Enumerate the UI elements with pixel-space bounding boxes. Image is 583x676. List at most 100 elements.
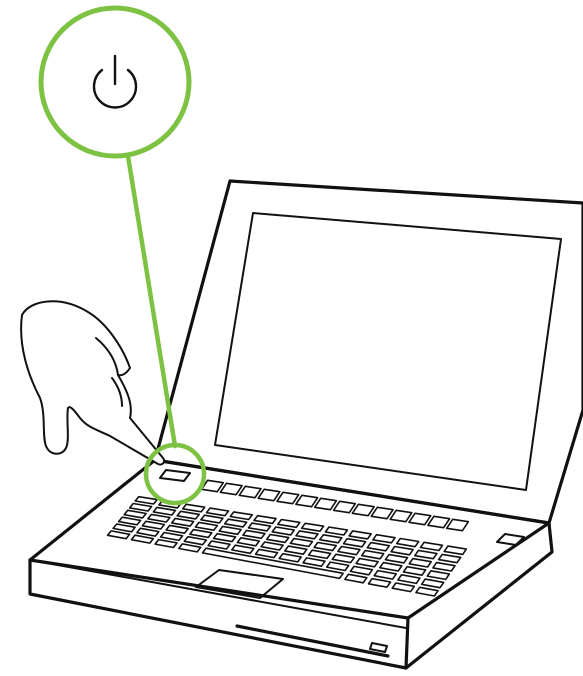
front-port (370, 643, 387, 652)
keyboard-key[interactable] (155, 540, 177, 548)
callout-leader-line (128, 156, 175, 446)
keyboard-key[interactable] (278, 520, 300, 528)
disc-slot (237, 626, 388, 656)
function-key[interactable] (390, 510, 412, 521)
keyboard-key[interactable] (415, 550, 437, 558)
function-key[interactable] (296, 495, 318, 506)
keyboard-key[interactable] (177, 511, 199, 519)
keyboard-key[interactable] (195, 522, 217, 530)
function-key[interactable] (315, 498, 337, 509)
pointing-hand-icon (21, 301, 164, 464)
keyboard-key[interactable] (225, 519, 247, 527)
keyboard-key[interactable] (314, 543, 336, 551)
keyboard-key[interactable] (380, 563, 402, 571)
keyboard-key[interactable] (285, 546, 307, 554)
keyboard-key[interactable] (124, 510, 146, 518)
keyboard-key[interactable] (362, 551, 384, 559)
keyboard-key[interactable] (243, 530, 265, 538)
keyboard-key[interactable] (427, 571, 449, 580)
function-key[interactable] (352, 504, 374, 515)
function-key[interactable] (258, 489, 280, 500)
keyboard-key[interactable] (256, 549, 278, 557)
keyboard-key[interactable] (422, 579, 444, 588)
function-key[interactable] (239, 486, 261, 497)
keyboard-key[interactable] (367, 543, 389, 551)
keyboard-key[interactable] (272, 527, 294, 535)
touchpad (196, 570, 283, 598)
keyboard-key[interactable] (416, 587, 438, 596)
keyboard-key[interactable] (142, 521, 164, 529)
keyboard-key[interactable] (261, 542, 283, 550)
function-key[interactable] (334, 501, 356, 512)
keyboard-key[interactable] (108, 531, 130, 539)
keyboard-key[interactable] (349, 531, 371, 539)
keyboard-key[interactable] (267, 535, 289, 543)
keyboard-key[interactable] (338, 547, 360, 555)
keyboard-key[interactable] (344, 539, 366, 547)
keyboard-key[interactable] (172, 518, 194, 526)
keyboard-key[interactable] (369, 579, 391, 588)
keyboard-key[interactable] (421, 542, 443, 550)
keyboard-key[interactable] (230, 512, 252, 520)
keyboard-deck (30, 460, 549, 618)
keyboard-key[interactable] (201, 515, 223, 523)
keyboard-key[interactable] (249, 523, 271, 531)
keyboard-key[interactable] (208, 541, 230, 549)
keyboard-key[interactable] (179, 544, 201, 552)
keyboard-key[interactable] (183, 504, 205, 512)
keyboard-key[interactable] (374, 571, 396, 580)
keyboard-key[interactable] (190, 530, 212, 538)
function-key[interactable] (409, 513, 431, 524)
function-key[interactable] (428, 516, 450, 527)
keyboard-key[interactable] (296, 531, 318, 539)
keyboard-key[interactable] (113, 524, 135, 532)
keyboard-key[interactable] (166, 525, 188, 533)
keyboard-key[interactable] (130, 504, 152, 512)
power-button[interactable] (160, 470, 190, 481)
keyboard-key[interactable] (302, 523, 324, 531)
keyboard-key[interactable] (237, 538, 259, 546)
keyboard-key[interactable] (119, 517, 141, 525)
keyboard-key[interactable] (135, 497, 157, 504)
function-key[interactable] (277, 492, 299, 503)
keyboard-key[interactable] (327, 562, 349, 570)
keyboard-key[interactable] (219, 526, 241, 534)
keyboard-key[interactable] (433, 563, 455, 571)
keyboard-key[interactable] (137, 528, 159, 536)
keyboard-key[interactable] (254, 516, 276, 524)
keyboard-key[interactable] (232, 545, 254, 553)
keyboard-key[interactable] (309, 550, 331, 558)
keyboard-key[interactable] (439, 554, 461, 562)
function-key[interactable] (447, 519, 469, 530)
keyboard-key[interactable] (290, 539, 312, 547)
keyboard-key[interactable] (279, 554, 301, 562)
function-key[interactable] (371, 507, 393, 518)
keyboard-key[interactable] (391, 547, 413, 555)
keyboard-key[interactable] (303, 558, 325, 566)
keyboard-key[interactable] (398, 575, 420, 584)
function-key[interactable] (220, 483, 242, 494)
keyboard-key[interactable] (444, 546, 466, 554)
keyboard-key[interactable] (214, 534, 236, 542)
keyboard-key[interactable] (356, 559, 378, 567)
keyboard-key[interactable] (184, 537, 206, 545)
keyboard-key[interactable] (397, 539, 419, 547)
keyboard-key[interactable] (332, 554, 354, 562)
keyboard-key[interactable] (385, 555, 407, 563)
keyboard-key[interactable] (404, 567, 426, 576)
keyboard-key[interactable] (373, 535, 395, 543)
keyboard-key[interactable] (350, 566, 372, 574)
keyboard-key[interactable] (325, 527, 347, 535)
keyboard-key[interactable] (392, 583, 414, 592)
keyboard-key[interactable] (207, 508, 229, 516)
keyboard-key[interactable] (409, 559, 431, 567)
keyboard-key[interactable] (320, 535, 342, 543)
hand-outline (21, 301, 164, 464)
keyboard-key[interactable] (153, 507, 175, 515)
keyboard-key[interactable] (161, 533, 183, 541)
keyboard-key[interactable] (131, 535, 153, 543)
keyboard-key[interactable] (345, 574, 367, 583)
keyboard-key[interactable] (148, 514, 170, 522)
